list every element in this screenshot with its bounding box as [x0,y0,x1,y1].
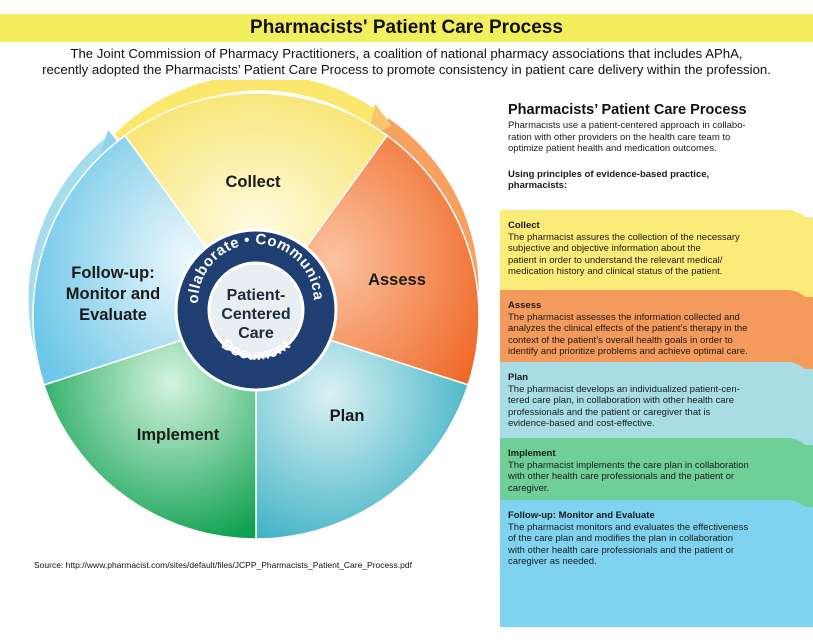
step-followup: Follow-up: Monitor and Evaluate The phar… [500,500,813,627]
step-line: The pharmacist implements the care plan … [508,459,749,471]
step-plan: Plan The pharmacist develops an individu… [500,362,813,445]
step-line: with other health care professionals and… [508,471,735,483]
step-line: The pharmacist develops an individualize… [508,383,740,395]
sidebar-subheading: Using principles of evidence-based pract… [508,169,803,192]
step-tab-shape [500,210,813,224]
step-heading: Implement [508,448,556,459]
step-line: patient in order to understand the relev… [508,254,723,266]
sidebar-subheading-line: Using principles of evidence-based pract… [508,168,710,180]
care-process-wheel: Collaborate • Communicate Document Patie… [0,80,480,540]
step-line: tered care plan, in collaboration with o… [508,395,735,407]
hub-label-line-1: Patient- [227,287,286,304]
hub-label-line-3: Care [238,325,274,342]
step-line: of the care plan and modifies the plan i… [508,533,733,545]
step-line: caregiver as needed. [508,556,597,568]
segment-label-plan: Plan [330,407,365,425]
step-heading: Collect [508,220,540,231]
step-line: with other health care professionals and… [508,544,735,556]
step-description: The pharmacist develops an individualize… [508,384,801,430]
sidebar-header: Pharmacists’ Patient Care Process Pharma… [508,102,803,192]
step-line: professionals and the patient or caregiv… [508,406,711,418]
step-assess: Assess The pharmacist assesses the infor… [500,290,813,369]
step-tab-shape [500,500,813,514]
segment-label-followup-1: Follow-up: [71,264,154,282]
step-line: medication history and clinical status o… [508,266,723,278]
step-line: The pharmacist assesses the information … [508,311,740,323]
segment-label-collect: Collect [225,173,281,191]
step-description: The pharmacist monitors and evaluates th… [508,522,801,568]
hub-center [207,261,305,359]
intro-line-1: The Joint Commission of Pharmacy Practit… [70,46,743,61]
step-description: The pharmacist assesses the information … [508,312,801,358]
segment-label-followup-3: Evaluate [79,306,147,324]
step-implement: Implement The pharmacist implements the … [500,438,813,507]
step-tab-shape [500,362,813,376]
segment-label-followup-2: Monitor and [66,285,160,303]
step-heading: Follow-up: Monitor and Evaluate [508,510,655,521]
step-line: The pharmacist assures the collection of… [508,231,740,243]
step-description: The pharmacist assures the collection of… [508,232,801,278]
intro-line-2: recently adopted the Pharmacists’ Patien… [42,62,771,77]
step-heading: Plan [508,372,529,383]
sidebar-intro-line: ration with other providers on the healt… [508,131,731,143]
step-heading: Assess [508,300,542,311]
sidebar-intro: Pharmacists use a patient-centered appro… [508,120,803,155]
step-line: analyzes the clinical effects of the pat… [508,323,748,335]
step-line: caregiver. [508,482,550,494]
step-description: The pharmacist implements the care plan … [508,460,801,495]
sidebar-intro-line: optimize patient health and medication o… [508,143,717,155]
step-line: identify and prioritize problems and ach… [508,346,748,358]
sidebar-title: Pharmacists’ Patient Care Process [508,102,747,118]
step-line: The pharmacist monitors and evaluates th… [508,521,749,533]
hub-label-line-2: Centered [221,306,290,323]
ring-arc-collect [114,80,385,146]
step-collect: Collect The pharmacist assures the colle… [500,210,813,297]
sidebar-intro-line: Pharmacists use a patient-centered appro… [508,120,746,131]
step-line: evidence-based and cost-effective. [508,418,655,430]
page-title: Pharmacists' Patient Care Process [0,14,813,42]
step-tab-shape [500,290,813,304]
step-line: context of the patient’s overall health … [508,334,733,346]
intro-text: The Joint Commission of Pharmacy Practit… [20,46,793,78]
segment-collect [123,92,389,318]
step-line: subjective and objective information abo… [508,243,701,255]
sidebar-subheading-line: pharmacists: [508,180,568,192]
segment-label-implement: Implement [137,426,220,444]
step-tab-shape [500,438,813,452]
segment-label-assess: Assess [368,271,426,289]
source-citation: Source: http://www.pharmacist.com/sites/… [34,560,412,570]
